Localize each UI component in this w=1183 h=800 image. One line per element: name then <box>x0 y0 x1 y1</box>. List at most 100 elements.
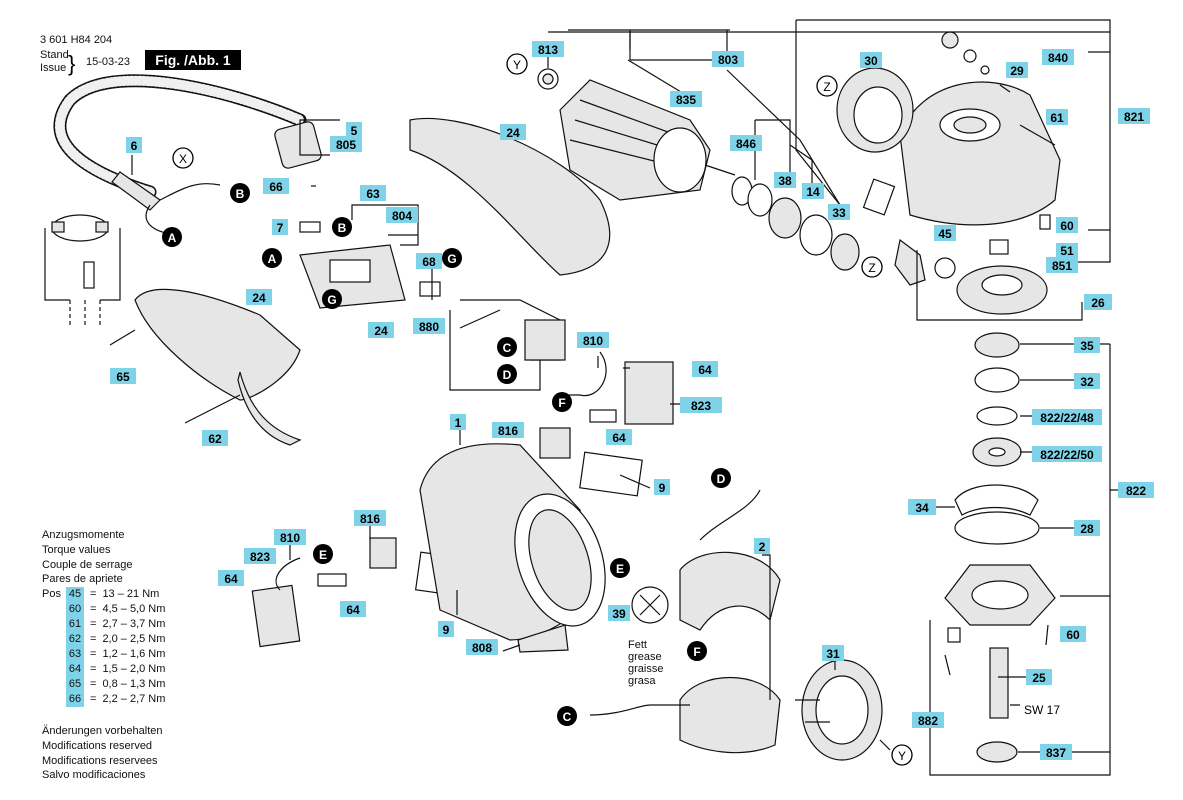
field-coil-illustration <box>589 489 781 754</box>
torque-value: 2,0 – 2,5 Nm <box>102 633 166 646</box>
torque-row: 60 = 4,5 – 5,0 Nm <box>42 602 166 618</box>
part-label-51: 51 <box>1060 244 1074 258</box>
part-label-803: 803 <box>718 53 738 67</box>
issue-label: Issue <box>40 62 66 74</box>
gear-housing-illustration <box>836 31 1061 315</box>
part-label-2: 2 <box>759 540 766 554</box>
marker-d-switch: D <box>503 368 512 382</box>
part-label-813: 813 <box>538 43 558 57</box>
torque-heading-de: Anzugsmomente <box>42 529 125 541</box>
part-label-810-top: 810 <box>583 334 603 348</box>
part-label-823-bottom: 823 <box>250 550 270 564</box>
torque-row: 62 = 2,0 – 2,5 Nm <box>42 632 166 648</box>
part-label-30: 30 <box>864 54 878 68</box>
part-label-61: 61 <box>1050 111 1064 125</box>
marker-f-top: F <box>558 396 565 410</box>
modification-notes: Änderungen vorbehalten Modifications res… <box>42 724 162 783</box>
torque-row: Pos 45 = 13 – 21 Nm <box>42 587 160 603</box>
part-label-45: 45 <box>938 227 952 241</box>
marker-b-switch: B <box>338 221 347 235</box>
part-label-7: 7 <box>277 221 284 235</box>
figure-label: Fig. /Abb. 1 <box>155 52 231 68</box>
part-label-821: 821 <box>1124 110 1144 124</box>
torque-pos: 65 <box>66 677 84 693</box>
torque-pos-label: Pos <box>42 588 61 601</box>
part-label-846: 846 <box>736 137 756 151</box>
stand-label: Stand <box>40 49 69 61</box>
connection-markers: B A B A G G C D F D E E F C X Y Y Z Z <box>162 53 913 766</box>
part-label-60-bottom: 60 <box>1066 628 1080 642</box>
sw-label: SW 17 <box>1024 703 1060 717</box>
part-label-62: 62 <box>208 432 222 446</box>
marker-x: X <box>179 152 187 166</box>
note-fr: Modifications reservees <box>42 754 158 767</box>
torque-pos: 64 <box>66 662 84 678</box>
torque-value: 4,5 – 5,0 Nm <box>102 603 166 616</box>
note-es: Salvo modificaciones <box>42 769 146 782</box>
grease-label-fr: graisse <box>628 663 663 675</box>
part-label-35: 35 <box>1080 339 1094 353</box>
part-label-805: 805 <box>336 138 356 152</box>
marker-e-brush: E <box>319 548 327 562</box>
doc-number: 3 601 H84 204 <box>40 34 112 46</box>
torque-heading-en: Torque values <box>42 543 111 556</box>
armature-illustration <box>537 68 860 271</box>
part-label-26: 26 <box>1091 296 1105 310</box>
torque-pos: 62 <box>66 632 84 648</box>
part-label-38: 38 <box>778 174 792 188</box>
torque-row: 65 = 0,8 – 1,3 Nm <box>42 677 165 693</box>
part-label-64-c: 64 <box>224 572 238 586</box>
marker-z-top: Z <box>823 80 830 94</box>
part-label-64-b: 64 <box>612 431 626 445</box>
part-label-822-22-48: 822/22/48 <box>1040 411 1094 425</box>
part-label-64-d: 64 <box>346 603 360 617</box>
torque-pos: 45 <box>66 587 84 603</box>
part-label-840: 840 <box>1048 51 1068 65</box>
part-label-64-a: 64 <box>698 363 712 377</box>
torque-row: 64 = 1,5 – 2,0 Nm <box>42 662 165 678</box>
part-label-24-top: 24 <box>506 126 520 140</box>
marker-d-coil: D <box>717 472 726 486</box>
marker-g-wire: G <box>447 252 456 266</box>
motor-housing-illustration <box>419 443 606 653</box>
wiring-schematic <box>44 214 121 325</box>
torque-row: 66 = 2,2 – 2,7 Nm <box>42 692 166 708</box>
grease-label-de: Fett <box>628 639 647 651</box>
torque-heading-fr: Couple de serrage <box>42 558 133 571</box>
figure-label-box <box>145 50 241 70</box>
part-label-851: 851 <box>1052 259 1072 273</box>
part-label-808: 808 <box>472 641 492 655</box>
part-label-822: 822 <box>1126 484 1146 498</box>
part-label-9-right: 9 <box>659 481 666 495</box>
torque-pos: 66 <box>66 692 84 708</box>
brace-icon: } <box>68 51 75 76</box>
bearing-flange-illustration <box>795 659 883 761</box>
part-label-33: 33 <box>832 206 846 220</box>
part-label-882: 882 <box>918 714 938 728</box>
part-label-39: 39 <box>612 607 626 621</box>
torque-value: 2,2 – 2,7 Nm <box>102 693 166 706</box>
part-label-31: 31 <box>826 647 840 661</box>
spindle-bearing-stack-illustration <box>944 332 1056 763</box>
grease-label-en: grease <box>628 651 662 663</box>
part-label-28: 28 <box>1080 522 1094 536</box>
grease-label-es: grasa <box>628 675 656 687</box>
part-label-34: 34 <box>915 501 929 515</box>
part-label-810-bottom: 810 <box>280 531 300 545</box>
part-label-835: 835 <box>676 93 696 107</box>
part-label-66: 66 <box>269 180 283 194</box>
part-label-6: 6 <box>131 139 138 153</box>
note-en: Modifications reserved <box>42 739 153 752</box>
torque-value: 1,2 – 1,6 Nm <box>102 648 166 661</box>
torque-row: 63 = 1,2 – 1,6 Nm <box>42 647 166 663</box>
marker-b-cable: B <box>236 187 245 201</box>
torque-pos: 63 <box>66 647 84 663</box>
part-label-65: 65 <box>116 370 130 384</box>
torque-value: 2,7 – 3,7 Nm <box>102 618 166 631</box>
torque-pos: 61 <box>66 617 84 633</box>
part-label-29: 29 <box>1010 64 1024 78</box>
marker-a-switch: A <box>268 252 277 266</box>
part-label-837: 837 <box>1046 746 1066 760</box>
part-label-68: 68 <box>422 255 436 269</box>
issue-date: 15-03-23 <box>86 56 130 68</box>
